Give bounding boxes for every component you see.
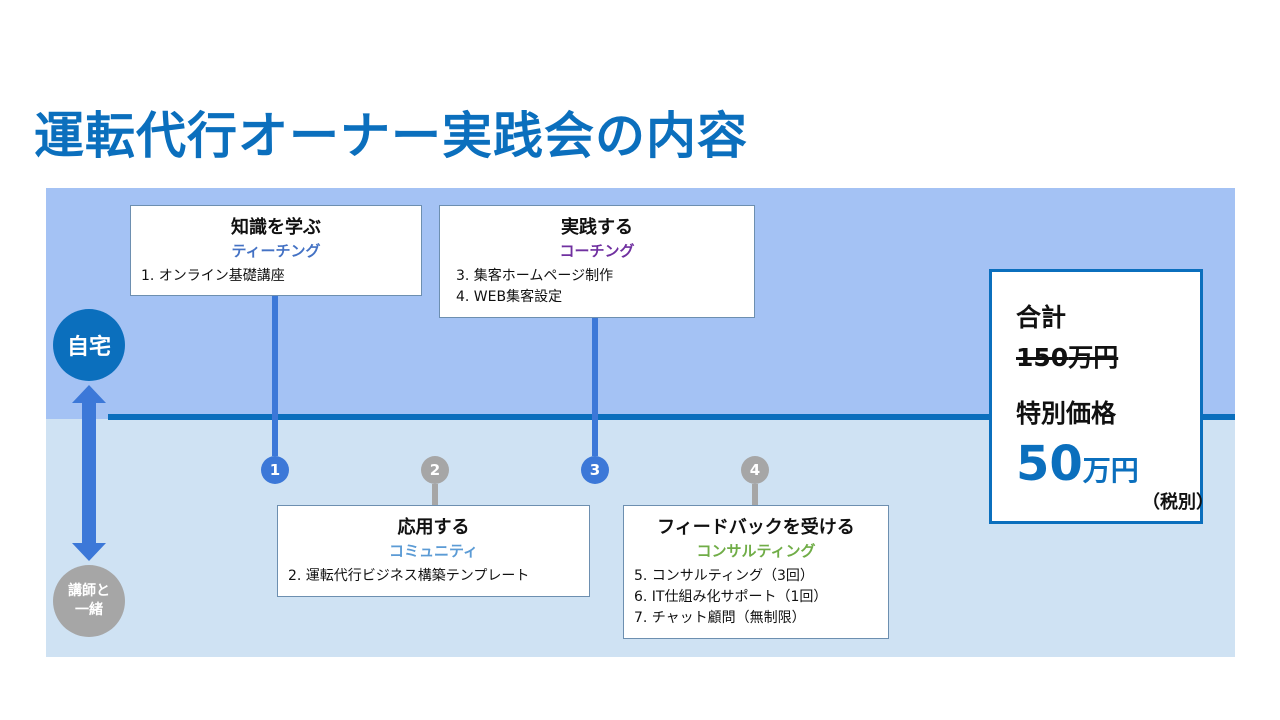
- step-marker-1: 1: [261, 456, 289, 484]
- home-label: 自宅: [66, 335, 111, 360]
- connector-step-2: [432, 484, 438, 506]
- connector-step-4: [752, 484, 758, 506]
- original-price: 150万円: [1016, 338, 1118, 374]
- double-arrow-icon: [72, 385, 106, 561]
- price-box: 合計 150万円 特別価格 50万円 （税別）: [989, 269, 1214, 524]
- step-box-4: フィードバックを受ける コンサルティング 5. コンサルティング（3回） 6. …: [623, 505, 889, 639]
- with-instructor-circle: 講師と 一緒: [53, 565, 125, 637]
- total-label: 合計: [1016, 303, 1067, 332]
- special-price-label: 特別価格: [1016, 399, 1117, 428]
- special-price-unit: 万円: [1082, 454, 1139, 487]
- step-marker-2: 2: [421, 456, 449, 484]
- timeline-axis: [108, 414, 1235, 420]
- step-title: フィードバックを受ける: [657, 517, 855, 538]
- step-marker-4: 4: [741, 456, 769, 484]
- connector-step-1: [272, 296, 278, 456]
- step-title: 実践する: [561, 217, 633, 238]
- with-instructor-label-line2: 一緒: [75, 602, 103, 618]
- tax-note: （税別）: [1142, 492, 1214, 513]
- step-subtitle: コンサルティング: [696, 542, 816, 560]
- step-title: 知識を学ぶ: [231, 217, 321, 238]
- special-price-number: 50: [1016, 436, 1083, 492]
- connector-step-3: [592, 318, 598, 456]
- step-subtitle: コーチング: [559, 242, 635, 260]
- list-item: 4. WEB集客設定: [456, 289, 563, 305]
- original-price-number: 150: [1016, 343, 1069, 372]
- step-subtitle: コミュニティ: [388, 542, 479, 560]
- with-instructor-label-line1: 講師と: [68, 583, 110, 599]
- step-title: 応用する: [397, 517, 470, 538]
- step-items: 2. 運転代行ビジネス構築テンプレート: [278, 566, 589, 587]
- page-title: 運転代行オーナー実践会の内容: [34, 107, 748, 165]
- list-item: 5. コンサルティング（3回）: [634, 568, 814, 584]
- step-box-2: 応用する コミュニティ 2. 運転代行ビジネス構築テンプレート: [277, 505, 590, 597]
- step-subtitle: ティーチング: [231, 242, 321, 260]
- special-price: 50万円: [1016, 436, 1139, 492]
- step-items: 5. コンサルティング（3回） 6. IT仕組み化サポート（1回） 7. チャッ…: [624, 566, 888, 629]
- list-item: 3. 集客ホームページ制作: [456, 268, 614, 284]
- step-items: 3. 集客ホームページ制作 4. WEB集客設定: [440, 266, 754, 308]
- list-item: 2. 運転代行ビジネス構築テンプレート: [288, 568, 530, 584]
- step-box-3: 実践する コーチング 3. 集客ホームページ制作 4. WEB集客設定: [439, 205, 755, 318]
- step-box-1: 知識を学ぶ ティーチング 1. オンライン基礎講座: [130, 205, 422, 296]
- list-item: 7. チャット顧問（無制限）: [634, 610, 806, 626]
- list-item: 6. IT仕組み化サポート（1回）: [634, 589, 828, 605]
- list-item: 1. オンライン基礎講座: [141, 268, 285, 284]
- step-marker-3: 3: [581, 456, 609, 484]
- home-circle: 自宅: [53, 309, 125, 381]
- step-items: 1. オンライン基礎講座: [131, 266, 421, 287]
- original-price-unit: 万円: [1068, 343, 1119, 372]
